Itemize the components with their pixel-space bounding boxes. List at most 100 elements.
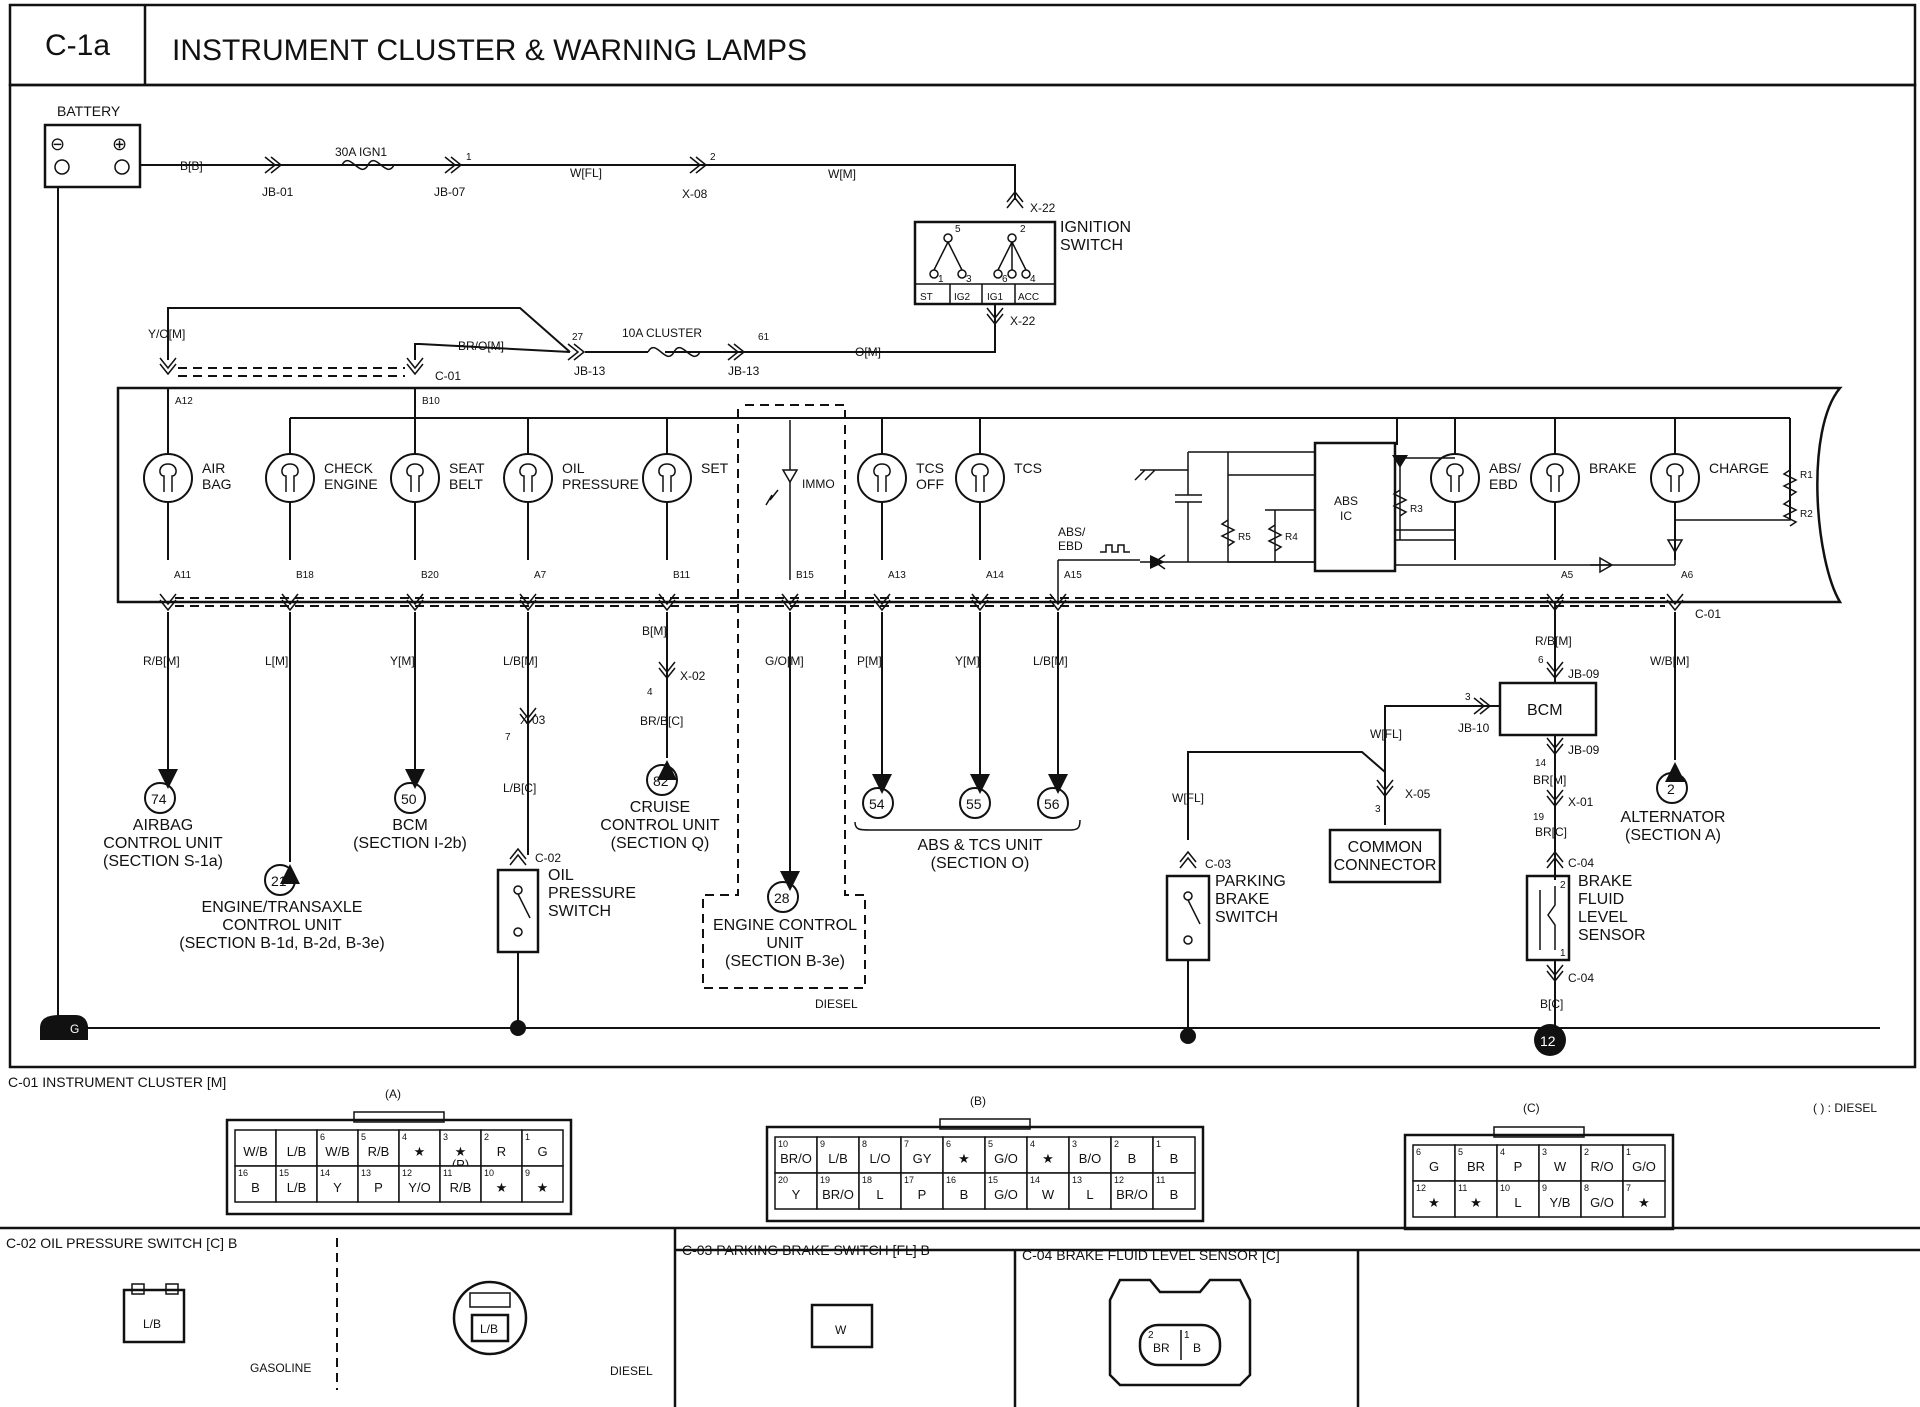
arrow-down-icon (970, 774, 990, 794)
connector-cell (1110, 1172, 1154, 1210)
power-feed: B[B] JB-01 30A IGN1 1 JB-07 W[FL] 2 X-08… (140, 145, 1056, 215)
bcm50-num: 50 (401, 791, 417, 807)
svg-text:20: 20 (778, 1175, 788, 1185)
lamp-bulb-icon (390, 453, 440, 503)
svg-text:Y: Y (792, 1187, 801, 1202)
abs-num-56: 56 (1044, 796, 1060, 812)
svg-text:A12: A12 (175, 396, 193, 407)
cluster-feed: X-22 O[M] 61 JB-13 10A CLUSTER 27 JB-13 … (148, 304, 1036, 407)
battery-label: BATTERY (57, 103, 121, 119)
svg-text:Y: Y (333, 1180, 342, 1195)
connector-cell (984, 1136, 1028, 1174)
wire-label: Y[M] (390, 654, 415, 668)
connector-cell (316, 1129, 359, 1167)
svg-text:R3: R3 (1410, 504, 1423, 515)
connector-cell (275, 1129, 318, 1167)
svg-text:12: 12 (1114, 1175, 1124, 1185)
svg-text:G: G (1429, 1159, 1439, 1174)
abs-ebd-signal: ABS/EBD (1057, 502, 1676, 602)
svg-text:★: ★ (496, 1180, 508, 1195)
drop-A7: A7L/B[M] (503, 570, 547, 855)
x22-top-label: X-22 (1030, 201, 1056, 215)
svg-text:9: 9 (1542, 1183, 1547, 1193)
svg-text:R/B[M]: R/B[M] (1535, 634, 1572, 648)
battery-minus-icon: ⊖ (50, 134, 65, 154)
lamp-bulb-icon (1650, 453, 1700, 503)
pin-label: A13 (888, 570, 906, 581)
c03-pin: W (835, 1323, 847, 1337)
c02-gasoline: GASOLINE (250, 1361, 311, 1375)
connector-cell (942, 1136, 986, 1174)
c02-diesel: DIESEL (610, 1364, 653, 1378)
svg-text:4: 4 (1030, 1139, 1035, 1149)
svg-text:11: 11 (1458, 1183, 1467, 1193)
svg-text:R: R (497, 1144, 506, 1159)
battery-plus-icon: ⊕ (112, 134, 127, 154)
connector-cell (1580, 1144, 1624, 1182)
battery: BATTERY ⊖ ⊕ (43, 103, 142, 189)
svg-text:X-03: X-03 (520, 713, 546, 727)
wire-wm: W[M] (828, 167, 856, 181)
svg-text:Y/O: Y/O (408, 1180, 430, 1195)
svg-text:19: 19 (820, 1175, 830, 1185)
svg-text:L/B[C]: L/B[C] (503, 781, 536, 795)
svg-text:W[FL]: W[FL] (1172, 791, 1204, 805)
svg-text:R4: R4 (1285, 532, 1298, 543)
lamp-bulb-icon (503, 453, 553, 503)
svg-text:BR: BR (1467, 1159, 1485, 1174)
section-code: C-1a (45, 29, 110, 62)
wire-om: O[M] (855, 345, 881, 359)
svg-text:13: 13 (361, 1168, 371, 1178)
abs-ebd-signal-label: ABS/EBD (1058, 525, 1086, 553)
svg-text:B/O: B/O (1079, 1151, 1101, 1166)
svg-text:L: L (876, 1187, 883, 1202)
abs-tcs-unit: ABS & TCS UNIT(SECTION O) (917, 837, 1042, 872)
svg-text:JB-09: JB-09 (1568, 667, 1600, 681)
header: C-1a INSTRUMENT CLUSTER & WARNING LAMPS (8, 3, 1917, 87)
svg-text:17: 17 (904, 1175, 914, 1185)
svg-text:6: 6 (320, 1132, 325, 1142)
svg-text:2: 2 (1020, 224, 1026, 235)
svg-text:P: P (1514, 1159, 1523, 1174)
svg-text:R/B: R/B (450, 1180, 472, 1195)
pin-label: A11 (174, 570, 191, 581)
jb13-a-label: JB-13 (574, 364, 606, 378)
c03-title: C-03 PARKING BRAKE SWITCH [FL] B (682, 1242, 930, 1258)
connector-cell (984, 1172, 1028, 1210)
svg-text:13: 13 (1072, 1175, 1082, 1185)
svg-text:W/B: W/B (243, 1144, 268, 1159)
svg-text:2: 2 (710, 152, 716, 163)
cruise-num: 82 (653, 773, 669, 789)
connector-cell (1026, 1172, 1070, 1210)
svg-text:G/O: G/O (994, 1187, 1018, 1202)
c02-gas-pin: L/B (143, 1317, 161, 1331)
diesel-label: DIESEL (815, 997, 858, 1011)
wire-brom: BR/O[M] (458, 339, 504, 353)
group-a-label: (A) (385, 1087, 401, 1101)
svg-text:61: 61 (758, 332, 770, 343)
wire-label: G/O[M] (765, 654, 804, 668)
ground-label: G (70, 1022, 79, 1036)
wire-label: R/B[M] (143, 654, 180, 668)
connector-cell (1538, 1144, 1582, 1182)
svg-text:2: 2 (1560, 880, 1566, 891)
diagram-frame (8, 83, 1917, 1069)
lamp-bulb-icon (265, 453, 315, 503)
svg-text:1: 1 (1184, 1330, 1190, 1341)
connector-cell (234, 1165, 277, 1203)
svg-text:3: 3 (1465, 692, 1471, 703)
arrow-down-icon (872, 774, 892, 794)
svg-text:B: B (1170, 1151, 1179, 1166)
svg-text:14: 14 (1535, 758, 1547, 769)
